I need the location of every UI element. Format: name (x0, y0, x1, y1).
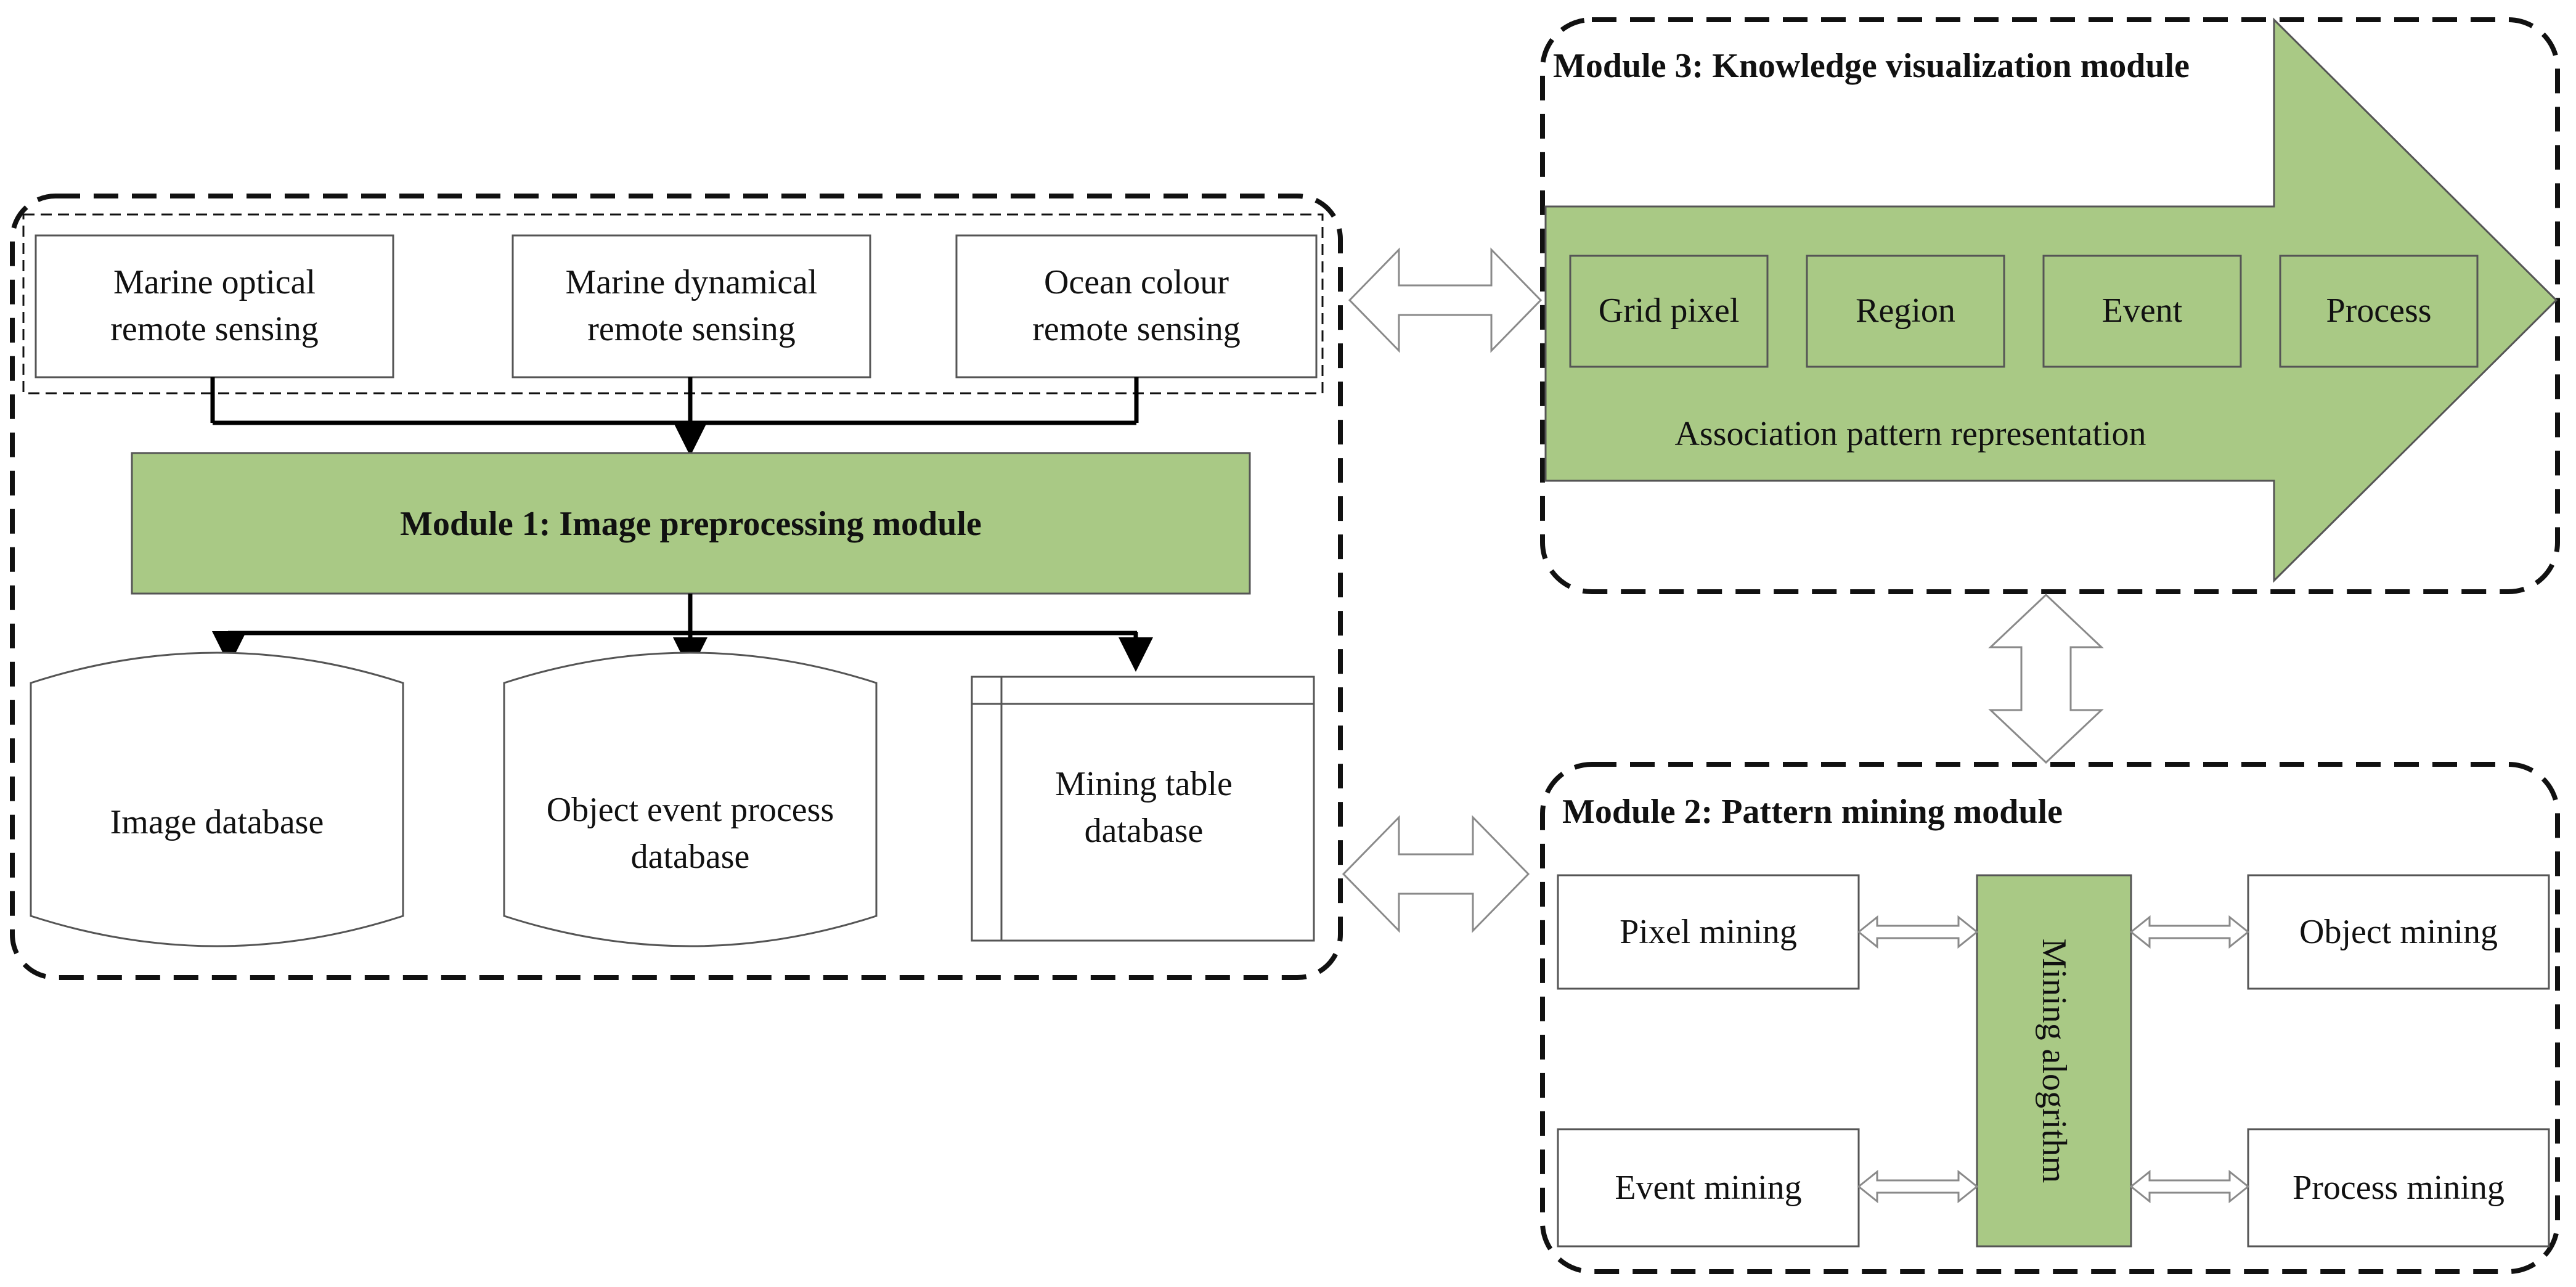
module3-container (1540, 17, 2560, 594)
mining-table-line2: database (1085, 812, 1204, 850)
sources-group (22, 213, 1324, 394)
pixel-algorithm-double-arrow (1857, 915, 1979, 949)
object-mining-label: Object mining (2299, 913, 2498, 951)
association-pattern-caption: Association pattern representation (1674, 415, 2146, 453)
event-mining-box: Event mining (1557, 1128, 1860, 1248)
preprocessing-module-box: Module 1: Image preprocessing module (131, 452, 1251, 595)
source-colour-line2: remote sensing (1032, 310, 1240, 348)
module2-container (1540, 762, 2560, 1274)
module3-module2-double-arrow (1988, 593, 2104, 764)
module1-title: Module 1: Image preprocessing module (400, 505, 982, 543)
viz-item-region: Region (1806, 255, 2005, 368)
event-mining-label: Event mining (1615, 1169, 1801, 1207)
process-mining-label: Process mining (2293, 1169, 2505, 1207)
process-mining-box: Process mining (2247, 1128, 2550, 1248)
mining-algorithm-label: Mining alogrithm (2035, 939, 2073, 1183)
viz-item-process: Process (2279, 255, 2479, 368)
source-box-optical: Marine optical remote sensing (35, 234, 394, 378)
viz-item-grid-pixel: Grid pixel (1569, 255, 1769, 368)
module1-module2-double-arrow (1342, 815, 1530, 933)
viz-item-event-label: Event (2102, 292, 2183, 330)
object-event-process-database: Object event process database (503, 652, 878, 947)
mining-table-line1: Mining table (1055, 765, 1233, 803)
module3-title: Module 3: Knowledge visualization module (1553, 47, 2190, 85)
object-db-line2: database (631, 838, 750, 876)
viz-item-grid-pixel-label: Grid pixel (1599, 292, 1740, 330)
mining-algorithm-box: Mining alogrithm (1976, 874, 2132, 1248)
source-box-dynamical: Marine dynamical remote sensing (512, 234, 871, 378)
pixel-mining-label: Pixel mining (1620, 913, 1797, 951)
viz-item-region-label: Region (1856, 292, 1955, 330)
algorithm-object-double-arrow (2129, 915, 2250, 949)
source-optical-line2: remote sensing (110, 310, 318, 348)
module1-module3-double-arrow (1348, 247, 1543, 353)
module1-container (10, 194, 1343, 980)
event-algorithm-double-arrow (1857, 1169, 1979, 1204)
viz-item-process-label: Process (2326, 292, 2431, 330)
viz-item-event: Event (2042, 255, 2242, 368)
algorithm-process-double-arrow (2129, 1169, 2250, 1204)
image-database: Image database (30, 652, 404, 947)
source-optical-line1: Marine optical (113, 263, 316, 301)
object-mining-box: Object mining (2247, 874, 2550, 990)
mining-table-database: Mining table database (971, 676, 1315, 942)
source-merge-connector (210, 377, 1139, 425)
source-box-colour: Ocean colour remote sensing (955, 234, 1318, 378)
module2-title: Module 2: Pattern mining module (1562, 793, 2063, 831)
image-database-label: Image database (110, 803, 324, 841)
preprocessing-output-connector (228, 594, 1137, 635)
pixel-mining-box: Pixel mining (1557, 874, 1860, 990)
object-db-line1: Object event process (547, 791, 834, 829)
source-colour-line1: Ocean colour (1044, 263, 1229, 301)
source-dynamical-line1: Marine dynamical (566, 263, 818, 301)
source-dynamical-line2: remote sensing (587, 310, 795, 348)
